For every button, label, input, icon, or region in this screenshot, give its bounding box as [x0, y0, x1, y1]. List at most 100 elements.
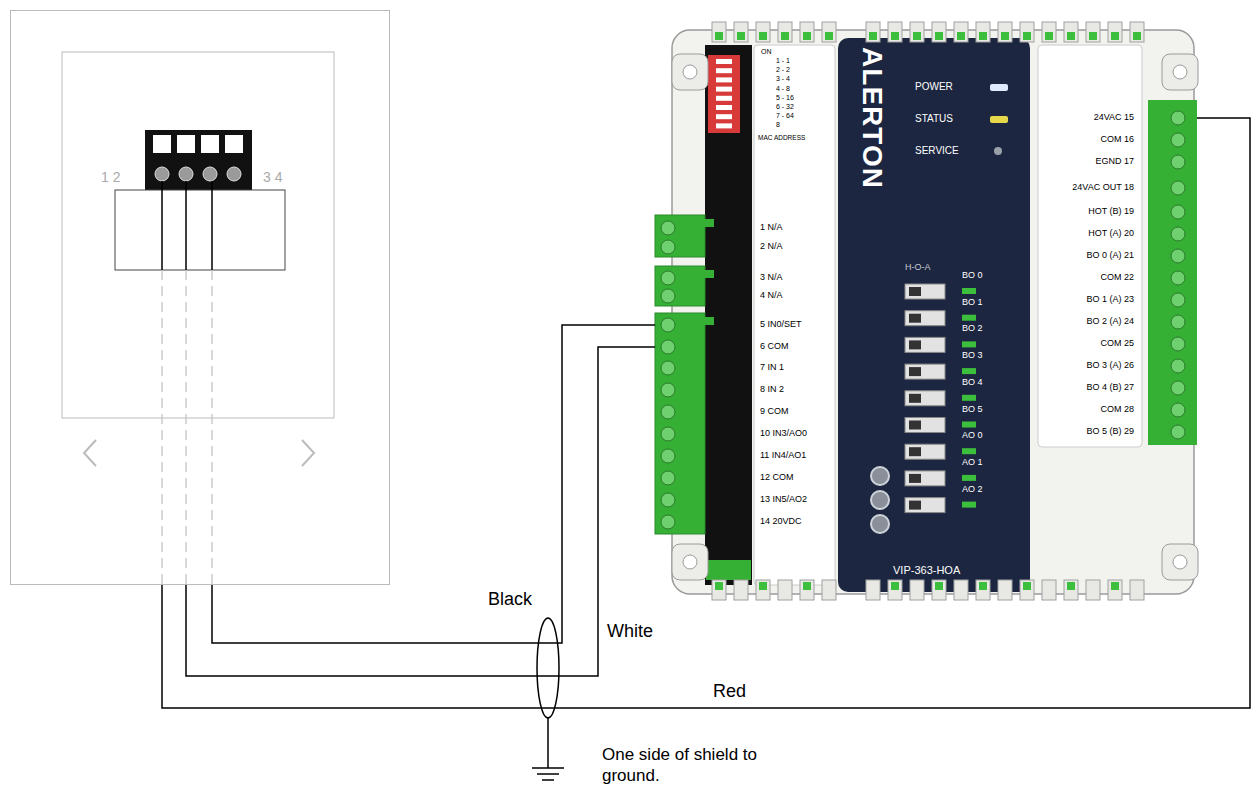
vent-fin: [1130, 580, 1144, 600]
terminal-screw: [661, 240, 675, 254]
panel-label: BO 4 (B) 27: [1042, 382, 1134, 392]
output-led: [962, 422, 976, 428]
panel-label: ON: [761, 48, 772, 56]
panel-label: 24VAC 15: [1042, 112, 1134, 122]
terminal-housing: [115, 190, 285, 270]
vent-fin: [1042, 580, 1056, 600]
terminal-window: [201, 135, 219, 153]
vent-fin: [1086, 22, 1100, 42]
hoa-lever: [909, 367, 921, 376]
panel-label: BO 3 (A) 26: [1042, 360, 1134, 370]
panel-label: 8 IN 2: [760, 384, 784, 394]
dip-lever: [716, 114, 732, 119]
output-led: [962, 448, 976, 454]
panel-label: BO 3: [962, 350, 983, 360]
hoa-lever: [909, 501, 921, 510]
vent-fin: [1130, 22, 1144, 42]
label-panel: [754, 45, 835, 585]
vent-fin: [998, 22, 1012, 42]
mounting-hole: [1173, 555, 1187, 569]
vent-fin: [1064, 580, 1078, 600]
terminal-screw: [1171, 337, 1185, 351]
service-button: [994, 147, 1002, 155]
panel-label: COM 16: [1042, 134, 1134, 144]
cable-shield: [537, 618, 559, 718]
terminal-screw: [1171, 359, 1185, 373]
terminal-screw: [661, 449, 675, 463]
panel-label: 3 N/A: [760, 272, 783, 282]
dip-lever: [716, 77, 732, 82]
vent-fin: [1064, 22, 1078, 42]
vent-fin: [1086, 580, 1100, 600]
vent-fin: [910, 580, 924, 600]
vent-fin: [1020, 580, 1034, 600]
vent-tab: [759, 32, 767, 40]
hoa-lever: [909, 421, 921, 430]
panel-label: 4 - 8: [776, 85, 790, 93]
vent-fin: [910, 22, 924, 42]
terminal-screw: [1171, 315, 1185, 329]
hoa-switch: [905, 311, 945, 326]
terminal-block: [145, 130, 252, 190]
terminal-block: [655, 215, 705, 257]
vent-tab: [1045, 32, 1053, 40]
panel-label: BO 0: [962, 270, 983, 280]
panel-label: AO 1: [962, 457, 983, 467]
chevron-right: [302, 440, 314, 466]
terminal-screw: [661, 427, 675, 441]
hoa-switch: [905, 364, 945, 379]
vent-tab: [737, 32, 745, 40]
panel-label: 7 - 64: [776, 112, 794, 120]
terminal-latch: [700, 317, 714, 325]
terminal-screw: [661, 405, 675, 419]
panel-label: 12 COM: [760, 472, 794, 482]
vent-fin: [756, 22, 770, 42]
panel-label: H-O-A: [905, 262, 931, 272]
vent-tab: [957, 32, 965, 40]
vent-fin: [822, 22, 836, 42]
vent-fin: [932, 22, 946, 42]
wire: [212, 325, 655, 643]
vent-fin: [734, 580, 748, 600]
wire-color: White: [606, 620, 654, 643]
vent-tab: [1023, 32, 1031, 40]
panel-label: COM 25: [1042, 338, 1134, 348]
vent-tab: [781, 32, 789, 40]
ground-lead: [547, 718, 549, 768]
status-led: [990, 116, 1008, 123]
output-led: [962, 475, 976, 481]
vent-tab: [913, 32, 921, 40]
vent-tab: [935, 582, 943, 590]
panel-label: VIP-363-HOA: [893, 564, 960, 577]
terminal-screw: [661, 493, 675, 507]
terminal-screw: [1171, 181, 1185, 195]
panel-label: 24VAC OUT 18: [1042, 182, 1134, 192]
terminal-screw: [661, 289, 675, 303]
terminal-screw: [179, 167, 193, 181]
vent-fin: [800, 22, 814, 42]
chevron-left: [84, 440, 96, 466]
note: One side of shield to ground.: [602, 744, 802, 787]
hoa-lever: [909, 474, 921, 483]
strip-foot: [706, 560, 751, 580]
wire: [162, 118, 1250, 708]
wire-color: Black: [487, 588, 533, 611]
vent-tab: [1067, 32, 1075, 40]
terminal-screw: [1171, 403, 1185, 417]
panel-label: BO 2: [962, 323, 983, 333]
dip-lever: [716, 87, 732, 92]
terminal-latch: [700, 270, 714, 278]
ground-symbol: [532, 767, 564, 769]
hoa-switch: [905, 391, 945, 406]
vent-tab: [891, 582, 899, 590]
panel-label: HOT (A) 20: [1042, 228, 1134, 238]
sensor-face: [62, 52, 334, 418]
controller: ALERTONPOWERSTATUSSERVICEH-O-ABO 0BO 1BO…: [655, 28, 1197, 600]
vent-fin: [1042, 22, 1056, 42]
output-led: [962, 368, 976, 374]
terminal-screw: [203, 167, 217, 181]
mounting-ear: [672, 544, 708, 580]
vent-fin: [778, 580, 792, 600]
terminal-screw: [1171, 133, 1185, 147]
